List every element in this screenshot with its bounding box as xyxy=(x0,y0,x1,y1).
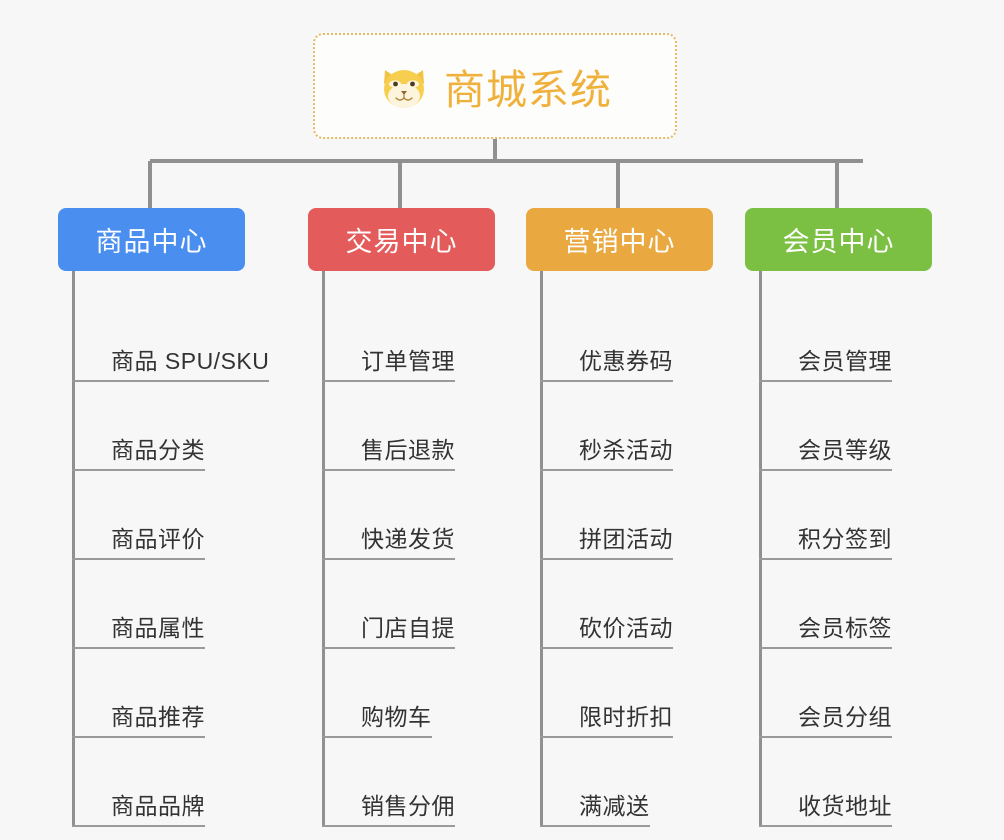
category-header-label: 会员中心 xyxy=(782,227,895,257)
leaf-item[interactable]: 优惠券码 xyxy=(540,293,726,382)
leaf-item[interactable]: 商品评价 xyxy=(72,471,278,560)
leaf-item-underline xyxy=(72,647,205,649)
leaf-item-label: 积分签到 xyxy=(798,526,892,552)
leaf-item[interactable]: 快递发货 xyxy=(322,471,508,560)
leaf-item-underline xyxy=(540,825,650,827)
root-title: 商城系统 xyxy=(444,67,612,113)
drop-line-product-center xyxy=(148,161,152,210)
leaf-item[interactable]: 商品推荐 xyxy=(72,649,278,738)
leaf-item-label: 售后退款 xyxy=(361,437,455,463)
leaf-item-label: 商品评价 xyxy=(111,526,205,552)
drop-line-member-center xyxy=(835,161,839,210)
leaf-item[interactable]: 砍价活动 xyxy=(540,560,726,649)
leaf-item-underline xyxy=(759,825,892,827)
leaf-item-label: 优惠券码 xyxy=(579,348,673,374)
category-header-product-center[interactable]: 商品中心 xyxy=(58,208,245,271)
leaf-item-underline xyxy=(322,736,432,738)
category-header-trade-center[interactable]: 交易中心 xyxy=(308,208,495,271)
leaf-list-product-center: 商品 SPU/SKU 商品分类商品评价商品属性商品推荐商品品牌 xyxy=(72,271,278,827)
leaf-item-label: 销售分佣 xyxy=(361,793,455,819)
leaf-item-label: 秒杀活动 xyxy=(579,437,673,463)
leaf-item[interactable]: 销售分佣 xyxy=(322,738,508,827)
shiba-dog-face-icon xyxy=(378,60,430,112)
leaf-item[interactable]: 购物车 xyxy=(322,649,508,738)
leaf-item-underline xyxy=(322,825,455,827)
leaf-item-label: 订单管理 xyxy=(361,348,455,374)
drop-line-trade-center xyxy=(398,161,402,210)
leaf-item[interactable]: 订单管理 xyxy=(322,293,508,382)
leaf-item-label: 商品属性 xyxy=(111,615,205,641)
drop-line-marketing-center xyxy=(616,161,620,210)
leaf-item-label: 限时折扣 xyxy=(579,704,673,730)
leaf-list-member-center: 会员管理会员等级积分签到会员标签会员分组收货地址 xyxy=(759,271,945,827)
leaf-item-label: 会员管理 xyxy=(798,348,892,374)
leaf-item[interactable]: 商品属性 xyxy=(72,560,278,649)
leaf-item-label: 快递发货 xyxy=(361,526,455,552)
leaf-item[interactable]: 收货地址 xyxy=(759,738,945,827)
leaf-item[interactable]: 门店自提 xyxy=(322,560,508,649)
category-header-label: 营销中心 xyxy=(563,227,676,257)
leaf-item-underline xyxy=(72,380,270,382)
horizontal-bus-line xyxy=(150,159,863,163)
leaf-item-underline xyxy=(759,647,892,649)
leaf-item-label: 拼团活动 xyxy=(579,526,673,552)
leaf-item[interactable]: 满减送 xyxy=(540,738,726,827)
leaf-item[interactable]: 售后退款 xyxy=(322,382,508,471)
category-header-marketing-center[interactable]: 营销中心 xyxy=(526,208,713,271)
category-header-label: 交易中心 xyxy=(345,227,458,257)
leaf-list-trade-center: 订单管理售后退款快递发货门店自提购物车销售分佣 xyxy=(322,271,508,827)
leaf-item[interactable]: 限时折扣 xyxy=(540,649,726,738)
column-marketing-center: 营销中心 优惠券码秒杀活动拼团活动砍价活动限时折扣满减送 xyxy=(526,208,726,827)
leaf-list-marketing-center: 优惠券码秒杀活动拼团活动砍价活动限时折扣满减送 xyxy=(540,271,726,827)
leaf-item-label: 商品品牌 xyxy=(111,793,205,819)
leaf-item-underline xyxy=(540,647,673,649)
leaf-item-label: 收货地址 xyxy=(798,793,892,819)
leaf-item-underline xyxy=(72,469,205,471)
leaf-item[interactable]: 商品 SPU/SKU xyxy=(72,293,278,382)
leaf-item-underline xyxy=(72,558,205,560)
leaf-item[interactable]: 会员标签 xyxy=(759,560,945,649)
root-stem-line xyxy=(493,139,497,163)
leaf-item-underline xyxy=(540,469,673,471)
leaf-item[interactable]: 会员管理 xyxy=(759,293,945,382)
leaf-item-underline xyxy=(759,736,892,738)
leaf-item-underline xyxy=(759,380,892,382)
leaf-item-underline xyxy=(540,380,673,382)
leaf-item-label: 会员等级 xyxy=(798,437,892,463)
leaf-item-label: 门店自提 xyxy=(361,615,455,641)
column-product-center: 商品中心 商品 SPU/SKU 商品分类商品评价商品属性商品推荐商品品牌 xyxy=(58,208,278,827)
leaf-item-label: 商品 SPU/SKU xyxy=(111,348,270,374)
column-member-center: 会员中心 会员管理会员等级积分签到会员标签会员分组收货地址 xyxy=(745,208,945,827)
leaf-item[interactable]: 商品分类 xyxy=(72,382,278,471)
leaf-item-label: 商品分类 xyxy=(111,437,205,463)
leaf-item-underline xyxy=(540,558,673,560)
leaf-item-underline xyxy=(322,469,455,471)
root-node[interactable]: 商城系统 xyxy=(313,33,677,139)
category-header-member-center[interactable]: 会员中心 xyxy=(745,208,932,271)
leaf-item-label: 会员标签 xyxy=(798,615,892,641)
leaf-item-label: 会员分组 xyxy=(798,704,892,730)
leaf-item-underline xyxy=(72,825,205,827)
leaf-item-underline xyxy=(759,469,892,471)
leaf-item-label: 商品推荐 xyxy=(111,704,205,730)
leaf-item-underline xyxy=(540,736,673,738)
leaf-item-underline xyxy=(322,647,455,649)
leaf-item[interactable]: 会员等级 xyxy=(759,382,945,471)
leaf-item-underline xyxy=(322,558,455,560)
leaf-item[interactable]: 拼团活动 xyxy=(540,471,726,560)
leaf-item[interactable]: 商品品牌 xyxy=(72,738,278,827)
leaf-item-underline xyxy=(72,736,205,738)
leaf-item-label: 购物车 xyxy=(361,704,432,730)
leaf-item[interactable]: 积分签到 xyxy=(759,471,945,560)
leaf-item[interactable]: 会员分组 xyxy=(759,649,945,738)
leaf-item-label: 满减送 xyxy=(579,793,650,819)
category-header-label: 商品中心 xyxy=(95,227,208,257)
leaf-item[interactable]: 秒杀活动 xyxy=(540,382,726,471)
column-trade-center: 交易中心 订单管理售后退款快递发货门店自提购物车销售分佣 xyxy=(308,208,508,827)
leaf-item-underline xyxy=(759,558,892,560)
leaf-item-underline xyxy=(322,380,455,382)
leaf-item-label: 砍价活动 xyxy=(579,615,673,641)
